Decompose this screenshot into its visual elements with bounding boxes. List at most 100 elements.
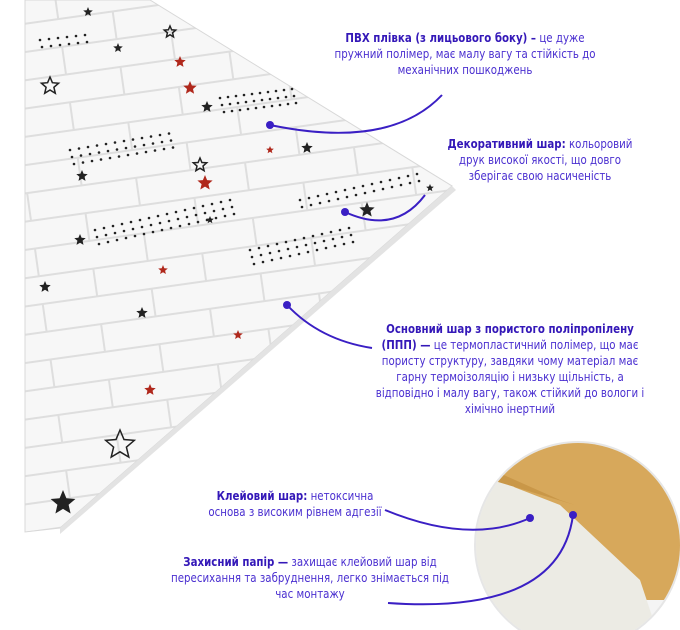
dot-decoration bbox=[295, 245, 299, 249]
dot-decoration bbox=[349, 233, 353, 237]
dot-decoration bbox=[238, 108, 242, 112]
inset-circle bbox=[474, 441, 680, 630]
dot-decoration bbox=[345, 195, 349, 199]
star-icon bbox=[144, 384, 156, 395]
dot-decoration bbox=[313, 241, 317, 245]
callout-text: кольоровий друк високої якості, що довго… bbox=[458, 136, 633, 183]
star-icon bbox=[174, 56, 186, 67]
dot-decoration bbox=[140, 225, 144, 229]
dot-decoration bbox=[169, 226, 173, 230]
star-icon bbox=[233, 330, 243, 339]
dot-decoration bbox=[236, 101, 240, 105]
dot-decoration bbox=[162, 147, 166, 151]
dot-decoration bbox=[246, 107, 250, 111]
dot-decoration bbox=[397, 176, 401, 180]
dot-decoration bbox=[230, 109, 234, 113]
dot-decoration bbox=[252, 262, 256, 266]
dot-decoration bbox=[270, 258, 274, 262]
star-icon bbox=[183, 81, 197, 94]
dot-decoration bbox=[327, 199, 331, 203]
dot-decoration bbox=[311, 234, 315, 238]
dot-decoration bbox=[340, 235, 344, 239]
star-icon bbox=[39, 75, 61, 95]
star-icon bbox=[136, 307, 148, 318]
dot-decoration bbox=[250, 92, 254, 96]
dot-decoration bbox=[406, 174, 410, 178]
dot-decoration bbox=[361, 184, 365, 188]
dot-decoration bbox=[270, 104, 274, 108]
dot-decoration bbox=[99, 158, 103, 161]
dot-decoration bbox=[275, 242, 279, 246]
dot-decoration bbox=[316, 194, 320, 198]
dot-decoration bbox=[135, 152, 139, 155]
callout-title: Клейовий шар: bbox=[216, 488, 308, 503]
dot-decoration bbox=[201, 204, 205, 208]
dot-decoration bbox=[83, 33, 87, 37]
dot-decoration bbox=[158, 221, 162, 225]
dot-decoration bbox=[95, 235, 99, 239]
dot-decoration bbox=[67, 42, 71, 46]
dot-decoration bbox=[336, 197, 340, 201]
dot-decoration bbox=[117, 155, 121, 158]
dot-decoration bbox=[120, 222, 124, 226]
dot-decoration bbox=[297, 252, 301, 256]
dot-decoration bbox=[228, 198, 232, 202]
dot-decoration bbox=[259, 253, 263, 257]
dot-decoration bbox=[260, 98, 264, 102]
dot-decoration bbox=[322, 239, 326, 243]
dot-decoration bbox=[318, 201, 322, 205]
dot-decoration bbox=[279, 256, 283, 260]
dot-decoration bbox=[122, 229, 126, 233]
dot-decoration bbox=[156, 214, 160, 218]
dot-decoration bbox=[388, 178, 392, 182]
star-icon bbox=[162, 24, 178, 39]
dot-decoration bbox=[352, 186, 356, 190]
star-icon bbox=[83, 7, 93, 16]
dot-decoration bbox=[351, 240, 355, 244]
callout-title: Захисний папір — bbox=[183, 554, 289, 569]
dot-decoration bbox=[331, 237, 335, 241]
star-icon bbox=[76, 170, 88, 181]
dot-decoration bbox=[277, 249, 281, 253]
dot-decoration bbox=[160, 140, 164, 144]
star-icon bbox=[103, 428, 137, 459]
dot-decoration bbox=[399, 183, 403, 187]
dot-decoration bbox=[363, 191, 367, 195]
dot-decoration bbox=[115, 148, 119, 151]
dot-decoration bbox=[286, 247, 290, 251]
dot-decoration bbox=[210, 202, 214, 206]
dot-decoration bbox=[300, 205, 304, 209]
dot-decoration bbox=[196, 220, 200, 224]
dot-decoration bbox=[286, 102, 290, 106]
callout-text: захищає клейовий шар від пересихання та … bbox=[171, 554, 449, 601]
dot-decoration bbox=[95, 144, 99, 147]
dot-decoration bbox=[232, 212, 236, 216]
dot-decoration bbox=[220, 103, 224, 107]
dot-decoration bbox=[223, 214, 227, 218]
dot-decoration bbox=[133, 234, 137, 238]
star-icon bbox=[39, 281, 51, 292]
dot-decoration bbox=[307, 196, 311, 200]
star-icon bbox=[191, 156, 209, 173]
dot-decoration bbox=[74, 34, 78, 38]
dot-decoration bbox=[333, 244, 337, 248]
dot-decoration bbox=[160, 228, 164, 232]
star-icon bbox=[197, 175, 213, 190]
dot-decoration bbox=[113, 141, 117, 144]
dot-decoration bbox=[324, 246, 328, 250]
dot-decoration bbox=[90, 159, 94, 163]
callout-decor-layer: Декоративний шар: кольоровий друк високо… bbox=[442, 136, 639, 184]
dot-decoration bbox=[113, 231, 117, 235]
dot-decoration bbox=[187, 222, 191, 226]
dot-decoration bbox=[222, 110, 226, 114]
dot-decoration bbox=[106, 149, 110, 153]
dot-decoration bbox=[124, 236, 128, 240]
wall-panel bbox=[24, 0, 453, 533]
dot-decoration bbox=[97, 151, 101, 154]
callout-foam-layer: Основний шар з пористого поліпропілену (… bbox=[375, 321, 646, 417]
dot-decoration bbox=[167, 132, 171, 135]
callout-text: це дуже пружний полімер, має малу вагу т… bbox=[334, 30, 596, 77]
dot-decoration bbox=[274, 89, 278, 93]
dot-decoration bbox=[334, 190, 338, 194]
